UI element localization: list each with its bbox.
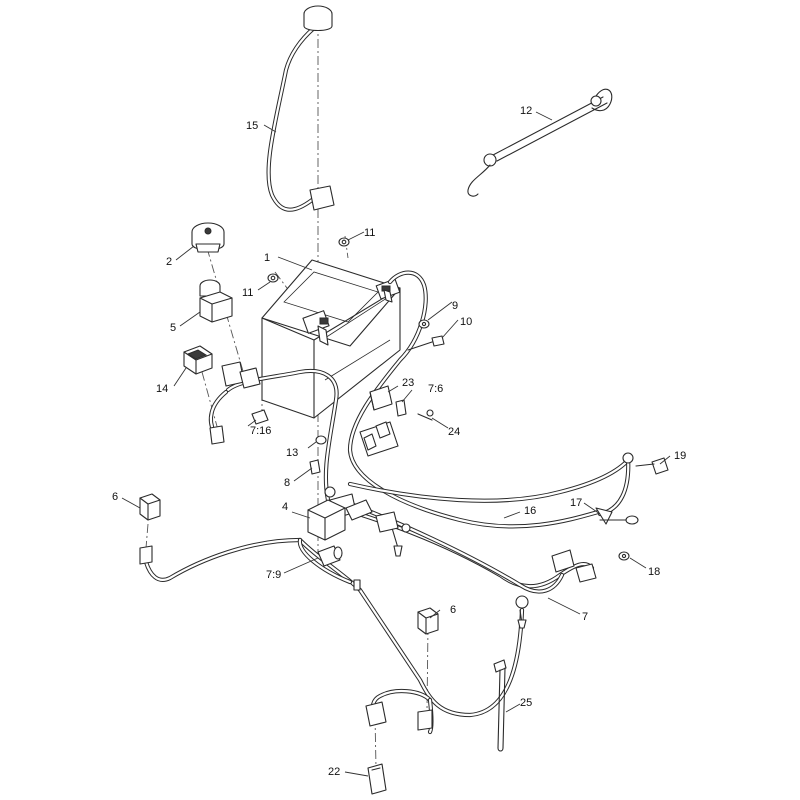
callout-6-left: 6: [112, 491, 118, 503]
callout-19: 19: [674, 450, 686, 462]
callout-17: 17: [570, 497, 582, 509]
part-10-bolt[interactable]: [407, 335, 445, 351]
callout-labels: 1 2 4 5 6 6 7 7:6 7:9 7:16 8 9 10 11 11 …: [112, 105, 686, 778]
part-11-nut-a[interactable]: [338, 237, 350, 247]
callout-9: 9: [452, 300, 458, 312]
part-7-16-connector[interactable]: [251, 409, 269, 425]
callout-22: 22: [328, 766, 340, 778]
callout-4: 4: [282, 501, 288, 513]
part-18-nut[interactable]: [618, 551, 630, 561]
part-9-washer[interactable]: [418, 319, 430, 329]
callout-11-top: 11: [364, 227, 375, 239]
part-15-ground-cable[interactable]: [266, 5, 335, 212]
part-5-switch[interactable]: [199, 279, 233, 323]
callout-15: 15: [246, 120, 258, 132]
callout-23: 23: [402, 377, 414, 389]
part-8-clip[interactable]: [309, 459, 321, 475]
callout-6-right: 6: [450, 604, 456, 616]
part-14-switch[interactable]: [183, 345, 213, 375]
callout-16: 16: [524, 505, 536, 517]
part-7-9-connector[interactable]: [317, 545, 343, 567]
part-4-relay-block[interactable]: [307, 486, 373, 541]
part-19-bolt[interactable]: [635, 457, 669, 475]
callout-25: 25: [520, 697, 532, 709]
battery-positive-cable[interactable]: [347, 270, 601, 529]
part-12-strap-with-hooks[interactable]: [467, 88, 613, 197]
callout-24: 24: [448, 426, 460, 438]
harness-connector-center[interactable]: [329, 493, 597, 609]
part-13-grommet[interactable]: [315, 435, 327, 445]
part-6-relay-right[interactable]: [417, 607, 439, 731]
part-22-connector[interactable]: [365, 701, 387, 795]
part-24-screw[interactable]: [417, 409, 434, 421]
part-23-relay[interactable]: [359, 385, 399, 457]
part-7-6-fuse[interactable]: [395, 399, 407, 417]
part-17-cable[interactable]: [595, 452, 639, 525]
callout-1: 1: [264, 252, 270, 264]
part-2-key-switch[interactable]: [191, 222, 225, 253]
callout-10: 10: [460, 316, 472, 328]
callout-11-left: 11: [242, 287, 253, 299]
callout-13: 13: [286, 447, 298, 459]
callout-7-16: 7:16: [250, 425, 271, 437]
callout-7: 7: [582, 611, 588, 623]
callout-14: 14: [156, 383, 168, 395]
part-1-battery[interactable]: [261, 259, 401, 419]
callout-7-6: 7:6: [428, 383, 443, 395]
callout-5: 5: [170, 322, 176, 334]
part-11-nut-b[interactable]: [267, 273, 279, 283]
part-25-cable-tie[interactable]: [493, 659, 507, 752]
callout-2: 2: [166, 256, 172, 268]
part-7-main-wire-harness[interactable]: [143, 369, 595, 735]
harness-connector-left[interactable]: [209, 361, 261, 445]
callout-18: 18: [648, 566, 660, 578]
part-6-relay-left[interactable]: [139, 493, 161, 565]
callout-12: 12: [520, 105, 532, 117]
callout-8: 8: [284, 477, 290, 489]
part-16-cable[interactable]: [347, 455, 633, 503]
callout-7-9: 7:9: [266, 569, 281, 581]
leader-lines: [121, 111, 671, 777]
